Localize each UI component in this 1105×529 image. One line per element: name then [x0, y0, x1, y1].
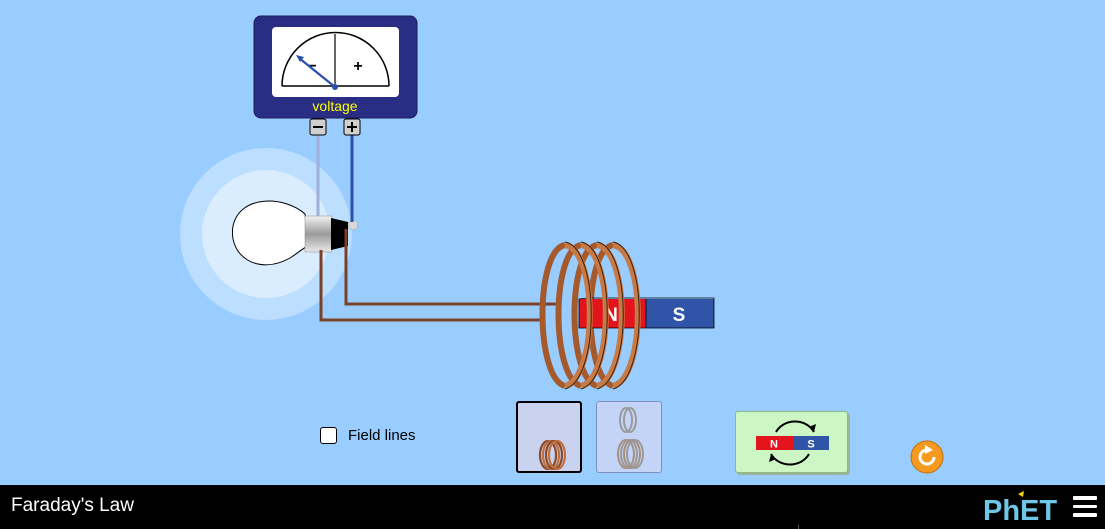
flip-magnet-icon: N S: [756, 420, 829, 466]
voltmeter-label: voltage: [312, 98, 357, 114]
two-coils-button[interactable]: [596, 401, 662, 473]
flip-magnet-button[interactable]: N S: [735, 411, 848, 473]
one-coil-button[interactable]: [516, 401, 582, 473]
plus-terminal: [343, 118, 361, 136]
voltmeter-needle: [298, 57, 336, 88]
bulb-glass: [231, 200, 309, 266]
minus-terminal: [309, 118, 327, 136]
scene: N S − + voltage: [180, 15, 715, 390]
reset-icon: [910, 440, 944, 474]
bar-magnet[interactable]: N S: [578, 297, 715, 329]
voltmeter-plus-symbol: +: [353, 58, 362, 75]
field-lines-checkbox-box[interactable]: [320, 427, 337, 444]
voltmeter-dial-arc: [281, 31, 390, 87]
phet-logo[interactable]: PhET: [983, 491, 1065, 525]
circuit-wires: [319, 229, 560, 322]
bulb-contact: [331, 218, 348, 250]
magnet-south-label: S: [673, 305, 686, 326]
hamburger-menu-icon[interactable]: [1073, 496, 1097, 518]
two-coils-icon: [617, 407, 644, 469]
nav-divider: [798, 525, 799, 529]
voltmeter-leads: [316, 134, 354, 222]
navigation-bar: Faraday's Law PhET: [0, 485, 1105, 529]
wire-upper: [344, 229, 560, 306]
magnet-south: [646, 299, 714, 328]
coil-outline: [564, 241, 640, 390]
light-bulb: [180, 148, 359, 320]
bulb-base: [304, 215, 333, 253]
field-lines-checkbox[interactable]: Field lines: [320, 427, 416, 444]
app-title: Faraday's Law: [11, 495, 134, 516]
wire-lower: [319, 250, 540, 322]
voltmeter-pivot: [332, 84, 338, 90]
flip-north-label: N: [770, 439, 778, 451]
simulation-stage: N S − + voltage: [180, 15, 944, 474]
one-coil-icon: [538, 439, 567, 470]
flip-south-label: S: [807, 439, 814, 451]
voltmeter-minus-symbol: −: [307, 58, 316, 75]
coil-back: [539, 242, 615, 389]
phet-logo-text: PhET: [983, 495, 1057, 525]
reset-all-button[interactable]: [910, 440, 944, 474]
coil-front: [563, 242, 641, 389]
voltmeter: − + voltage: [253, 15, 418, 136]
field-lines-label: Field lines: [348, 427, 416, 444]
